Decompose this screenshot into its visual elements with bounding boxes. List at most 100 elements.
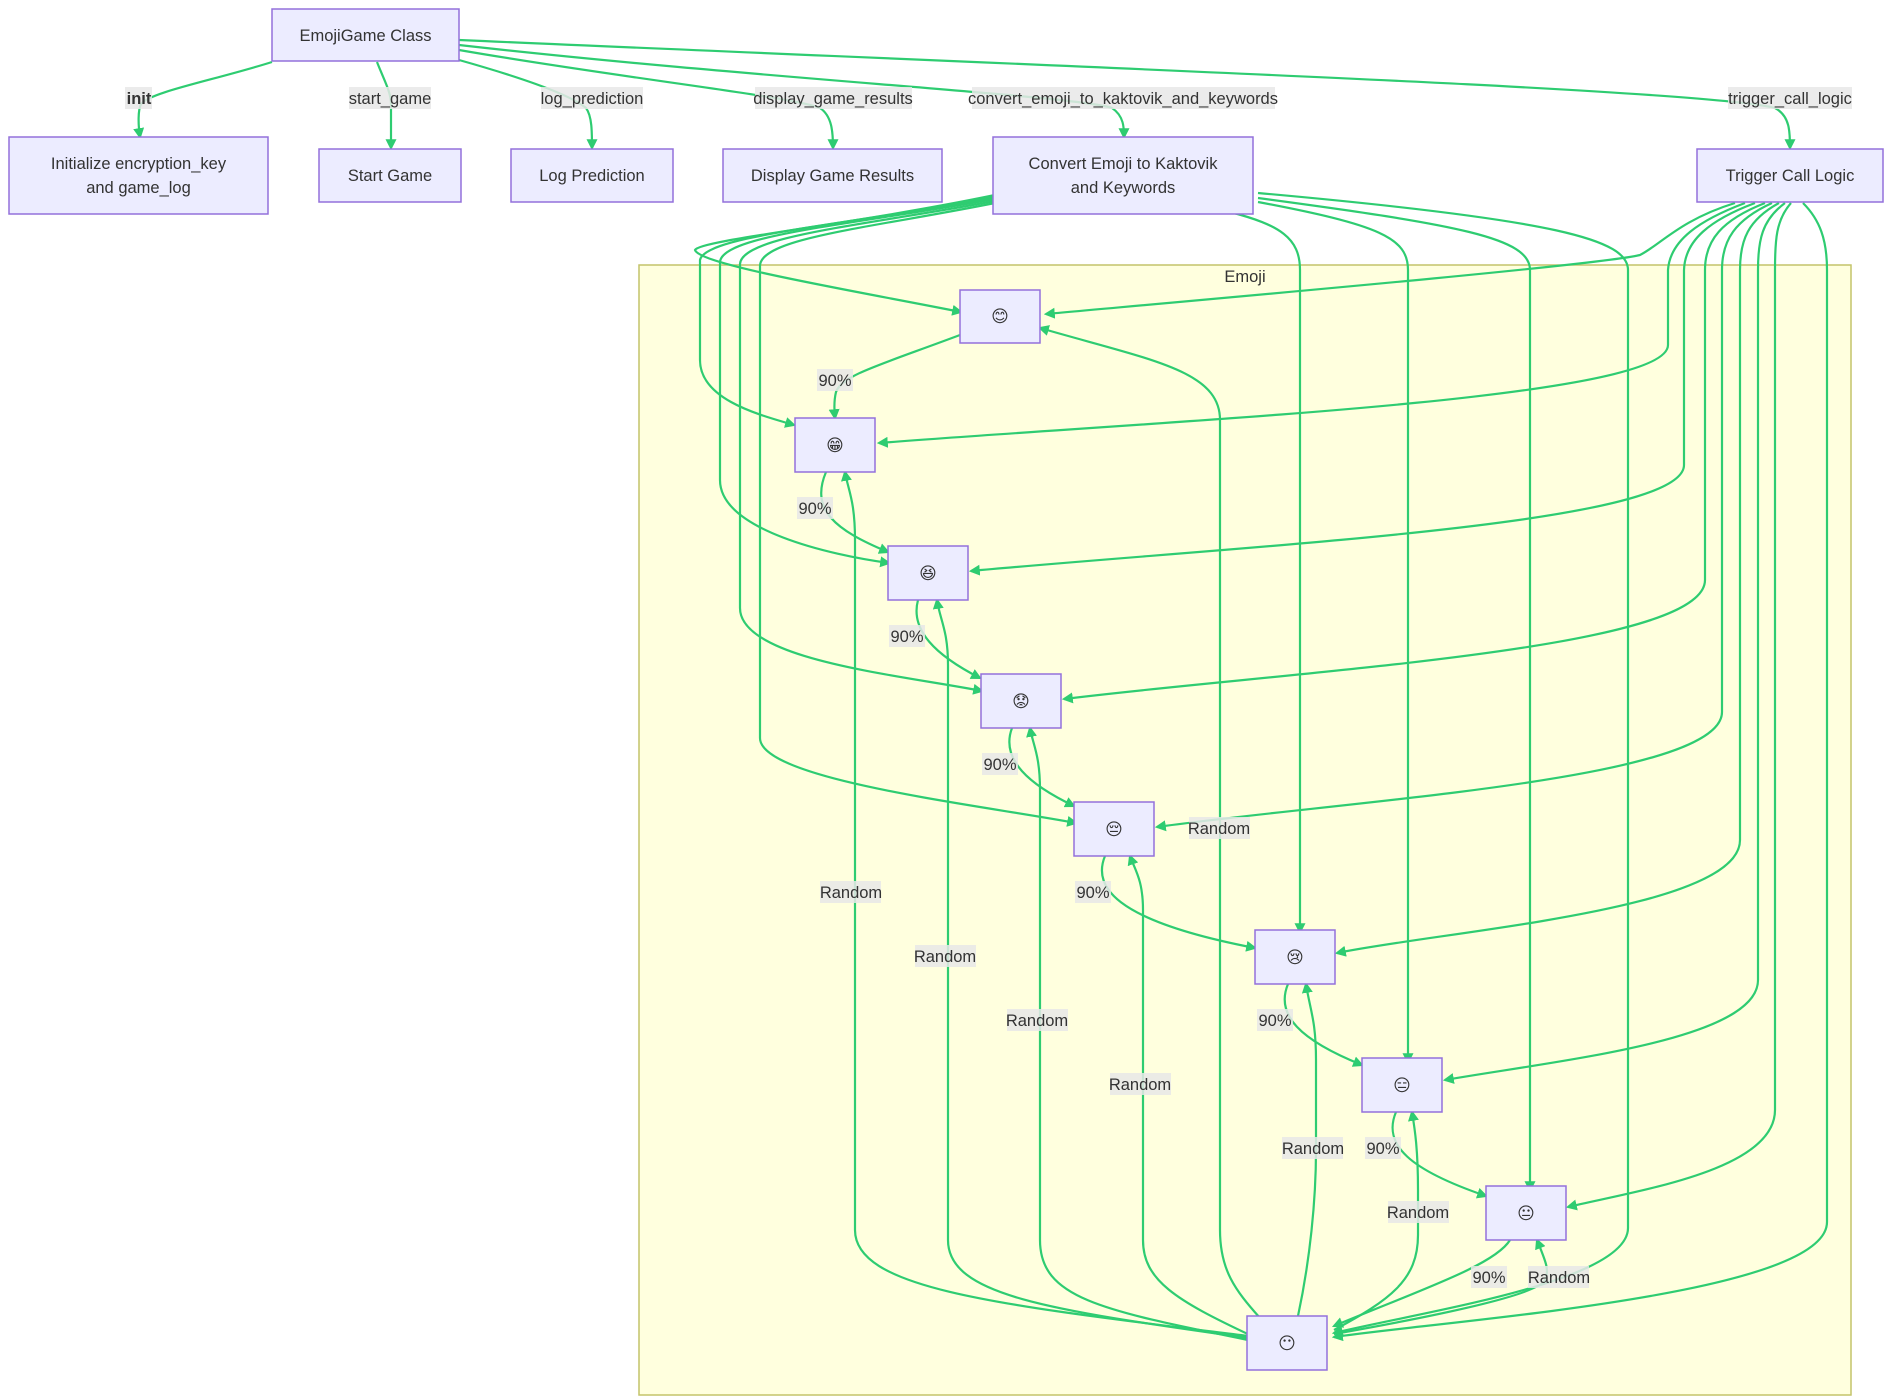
svg-text:😢: 😢 xyxy=(1286,948,1304,968)
edges-layer xyxy=(133,38,1829,1342)
edge-e9-e2 xyxy=(841,469,1249,1338)
edge-trigger-e8 xyxy=(1565,202,1792,1211)
edge-labels-layer: init start_game log_prediction display_g… xyxy=(125,87,1852,1288)
node-emoji-cry[interactable]: 😢 xyxy=(1254,929,1336,985)
edge-e6-e7 xyxy=(1283,983,1365,1067)
edge-trigger-e2 xyxy=(876,201,1746,448)
svg-text:😑: 😑 xyxy=(1393,1076,1411,1096)
node-trigger-call[interactable]: Trigger Call Logic xyxy=(1696,148,1884,203)
svg-text:Log Prediction: Log Prediction xyxy=(539,167,645,185)
svg-text:and Keywords: and Keywords xyxy=(1071,179,1176,197)
edge-label-r1: Random xyxy=(1188,817,1250,839)
edge-e9-e3 xyxy=(932,597,1249,1340)
svg-text:90%: 90% xyxy=(798,500,831,518)
svg-text:Random: Random xyxy=(1528,1269,1590,1287)
edge-e9-e1 xyxy=(1037,325,1261,1319)
edge-e9-e5 xyxy=(1127,853,1253,1337)
svg-text:Random: Random xyxy=(1387,1204,1449,1222)
svg-text:trigger_call_logic: trigger_call_logic xyxy=(1728,90,1852,108)
edge-label-p45: 90% xyxy=(982,753,1018,775)
svg-text:😔: 😔 xyxy=(1105,820,1123,840)
edge-trigger-e9 xyxy=(1331,202,1829,1342)
node-emoji-neutral[interactable]: 😐 xyxy=(1485,1185,1567,1241)
svg-text:display_game_results: display_game_results xyxy=(753,90,913,108)
svg-text:90%: 90% xyxy=(890,628,923,646)
svg-text:and game_log: and game_log xyxy=(86,179,191,197)
edge-trigger-e4 xyxy=(1061,201,1766,704)
node-emoji-grin[interactable]: 😁 xyxy=(794,417,876,473)
edge-label-p56: 90% xyxy=(1075,881,1111,903)
edge-convert-e5 xyxy=(758,201,1079,827)
edge-label-p34: 90% xyxy=(889,625,925,647)
edge-label-r7: Random xyxy=(1387,1201,1449,1223)
svg-text:Initialize encryption_key: Initialize encryption_key xyxy=(51,155,227,173)
edge-e4-e5 xyxy=(1008,727,1076,808)
edge-label-trigger: trigger_call_logic xyxy=(1728,87,1852,109)
svg-text:😶: 😶 xyxy=(1278,1334,1296,1354)
svg-text:Convert Emoji to Kaktovik: Convert Emoji to Kaktovik xyxy=(1029,155,1219,173)
svg-text:start_game: start_game xyxy=(349,90,432,108)
edge-label-p78: 90% xyxy=(1365,1137,1401,1159)
svg-text:convert_emoji_to_kaktovik_and_: convert_emoji_to_kaktovik_and_keywords xyxy=(968,90,1278,108)
edge-label-r6: Random xyxy=(1282,1137,1344,1159)
svg-text:Random: Random xyxy=(1282,1140,1344,1158)
edge-e7-e8 xyxy=(1391,1111,1489,1199)
edge-label-convert: convert_emoji_to_kaktovik_and_keywords xyxy=(968,87,1278,109)
edge-label-r5: Random xyxy=(1109,1073,1171,1095)
edge-label-init: init xyxy=(125,87,152,109)
svg-text:90%: 90% xyxy=(1472,1269,1505,1287)
svg-text:Random: Random xyxy=(1188,820,1250,838)
edge-convert-e7 xyxy=(1257,200,1414,1065)
edge-label-r4: Random xyxy=(1006,1009,1068,1031)
edge-convert-e4 xyxy=(738,199,996,695)
edge-convert-e9 xyxy=(1257,191,1630,1337)
edge-init xyxy=(133,60,273,140)
node-emoji-no-mouth[interactable]: 😶 xyxy=(1246,1315,1328,1371)
edge-convert-e8 xyxy=(1257,196,1536,1193)
edge-label-p67: 90% xyxy=(1257,1009,1293,1031)
node-emoji-worried[interactable]: 😟 xyxy=(980,673,1062,729)
edge-label-r8: Random xyxy=(1528,1266,1590,1288)
edge-trigger-e3 xyxy=(968,201,1756,576)
node-emoji-pensive[interactable]: 😔 xyxy=(1073,801,1155,857)
svg-text:Random: Random xyxy=(1109,1076,1171,1094)
svg-text:90%: 90% xyxy=(1076,884,1109,902)
edge-convert-e6 xyxy=(1229,210,1306,935)
edge-label-p89: 90% xyxy=(1471,1266,1507,1288)
node-emoji-expressionless[interactable]: 😑 xyxy=(1361,1057,1443,1113)
edge-e9-e7 xyxy=(1333,1109,1420,1331)
svg-text:Start Game: Start Game xyxy=(348,167,432,185)
svg-text:90%: 90% xyxy=(818,372,851,390)
node-emojigame-class[interactable]: EmojiGame Class xyxy=(271,8,460,62)
svg-text:😊: 😊 xyxy=(991,307,1009,327)
node-convert-emoji[interactable]: Convert Emoji to Kaktovik and Keywords xyxy=(992,136,1254,215)
edge-trigger-e1 xyxy=(1043,201,1736,319)
node-display-results[interactable]: Display Game Results xyxy=(722,148,943,203)
svg-text:log_prediction: log_prediction xyxy=(541,90,644,108)
svg-text:90%: 90% xyxy=(983,756,1016,774)
cluster-title: Emoji xyxy=(1224,268,1265,286)
edge-trigger xyxy=(458,38,1796,151)
svg-text:Random: Random xyxy=(914,948,976,966)
node-emoji-smile[interactable]: 😊 xyxy=(959,289,1041,344)
nodes-layer: EmojiGame Class Initialize encryption_ke… xyxy=(8,8,1884,1371)
svg-text:😐: 😐 xyxy=(1517,1204,1535,1224)
svg-text:90%: 90% xyxy=(1258,1012,1291,1030)
svg-text:Random: Random xyxy=(820,884,882,902)
edge-label-p12: 90% xyxy=(817,369,853,391)
svg-text:EmojiGame Class: EmojiGame Class xyxy=(299,27,431,45)
edge-convert-e3 xyxy=(718,197,996,568)
edge-label-p23: 90% xyxy=(797,497,833,519)
svg-text:😁: 😁 xyxy=(826,436,844,456)
node-log-prediction[interactable]: Log Prediction xyxy=(510,148,674,203)
node-start-game[interactable]: Start Game xyxy=(318,148,462,203)
node-emoji-laugh[interactable]: 😆 xyxy=(887,545,969,601)
svg-text:😟: 😟 xyxy=(1012,692,1030,712)
edge-convert-e2 xyxy=(698,195,996,428)
node-initialize[interactable]: Initialize encryption_key and game_log xyxy=(8,136,269,215)
edge-trigger-e7 xyxy=(1442,202,1786,1084)
edge-e5-e6 xyxy=(1100,855,1258,952)
edge-trigger-e5 xyxy=(1154,202,1773,832)
edge-label-display-game-results: display_game_results xyxy=(753,87,913,109)
